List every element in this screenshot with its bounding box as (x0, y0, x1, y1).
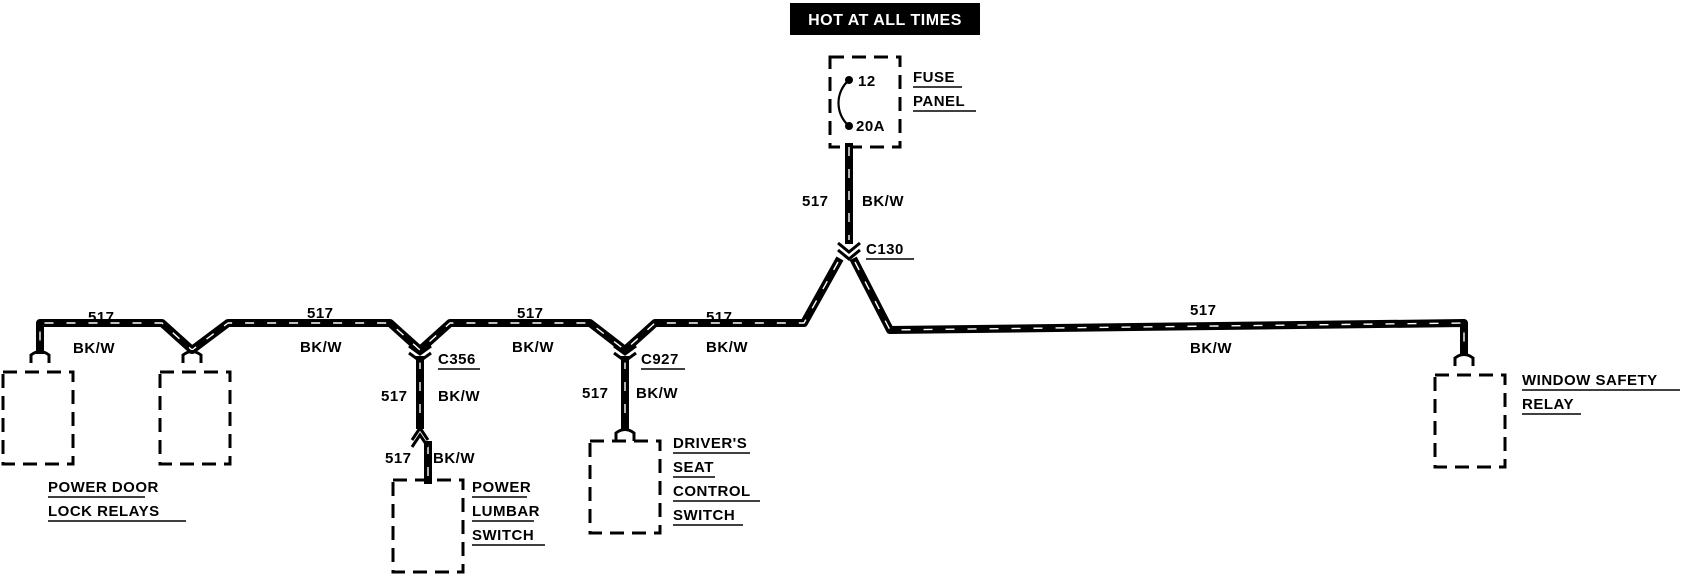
wire-color-label: BK/W (862, 193, 904, 210)
drivers-seat-control-switch-label-line3: CONTROL (673, 483, 751, 500)
wire-circuit-label: 517 (1190, 302, 1217, 319)
fuse-terminal-bottom (845, 122, 853, 130)
power-lumbar-switch-box (391, 478, 465, 574)
power-door-lock-relays-label-line1: POWER DOOR (48, 479, 159, 496)
drivers-seat-control-switch-label-line2: SEAT (673, 459, 714, 476)
wire-color-label: BK/W (1190, 340, 1232, 357)
power-door-lock-relays: POWER DOOR LOCK RELAYS (1, 370, 232, 522)
fuse-panel-label-line2: PANEL (913, 93, 965, 110)
wire-circuit-label: 517 (88, 309, 115, 326)
connector-c130-label: C130 (866, 241, 904, 258)
hot-at-all-times-banner: HOT AT ALL TIMES (790, 3, 980, 35)
connector-c356: C356 (408, 344, 480, 370)
connector-lumbar-inline (410, 425, 430, 448)
wire-circuit-label: 517 (381, 388, 408, 405)
wire-color-label: BK/W (300, 339, 342, 356)
lock-relay-box-2 (158, 370, 232, 466)
lock-relay-box-1 (1, 370, 75, 466)
connector-c356-label: C356 (438, 351, 476, 368)
wire-circuit-label: 517 (517, 305, 544, 322)
wire-color-label: BK/W (433, 450, 475, 467)
wire-labels: 517 BK/W 517 BK/W 517 BK/W 517 BK/W 517 … (73, 193, 1232, 467)
drivers-seat-control-switch-label-line1: DRIVER'S (673, 435, 747, 452)
drivers-seat-control-switch-box (588, 439, 662, 535)
window-safety-relay-label-line1: WINDOW SAFETY (1522, 372, 1658, 389)
wire-harness (36, 143, 1468, 484)
wire-color-label: BK/W (706, 339, 748, 356)
window-safety-relay: WINDOW SAFETY RELAY (1433, 372, 1680, 469)
connector-c927: C927 (613, 344, 685, 370)
wire-circuit-label: 517 (802, 193, 829, 210)
wire-color-label: BK/W (73, 340, 115, 357)
fuse-element-icon (837, 79, 850, 127)
drivers-seat-control-switch: DRIVER'S SEAT CONTROL SWITCH (588, 435, 760, 535)
power-lumbar-switch-label-line3: SWITCH (472, 527, 534, 544)
terminal-caps (29, 350, 1475, 441)
wire-circuit-label: 517 (706, 309, 733, 326)
banner-text: HOT AT ALL TIMES (808, 12, 962, 29)
power-lumbar-switch-label-line2: LUMBAR (472, 503, 540, 520)
connector-c927-label: C927 (641, 351, 679, 368)
drivers-seat-control-switch-label-line4: SWITCH (673, 507, 735, 524)
fuse-rating: 20A (856, 118, 885, 135)
fuse-panel: 12 20A FUSE PANEL (828, 55, 976, 149)
wire-circuit-label: 517 (307, 305, 334, 322)
window-safety-relay-label-line2: RELAY (1522, 396, 1574, 413)
fuse-number: 12 (858, 73, 876, 90)
wire-color-label: BK/W (636, 385, 678, 402)
wire-circuit-label: 517 (385, 450, 412, 467)
power-door-lock-relays-label-line2: LOCK RELAYS (48, 503, 160, 520)
wire-circuit-label: 517 (582, 385, 609, 402)
power-lumbar-switch-label-line1: POWER (472, 479, 531, 496)
wire-color-label: BK/W (512, 339, 554, 356)
fuse-panel-label-line1: FUSE (913, 69, 955, 86)
fuse-panel-box (828, 55, 902, 149)
power-lumbar-switch: POWER LUMBAR SWITCH (391, 478, 545, 574)
connector-c130: C130 (837, 241, 914, 261)
wire-color-label: BK/W (438, 388, 480, 405)
window-safety-relay-box (1433, 373, 1507, 469)
fuse-terminal-top (845, 76, 853, 84)
